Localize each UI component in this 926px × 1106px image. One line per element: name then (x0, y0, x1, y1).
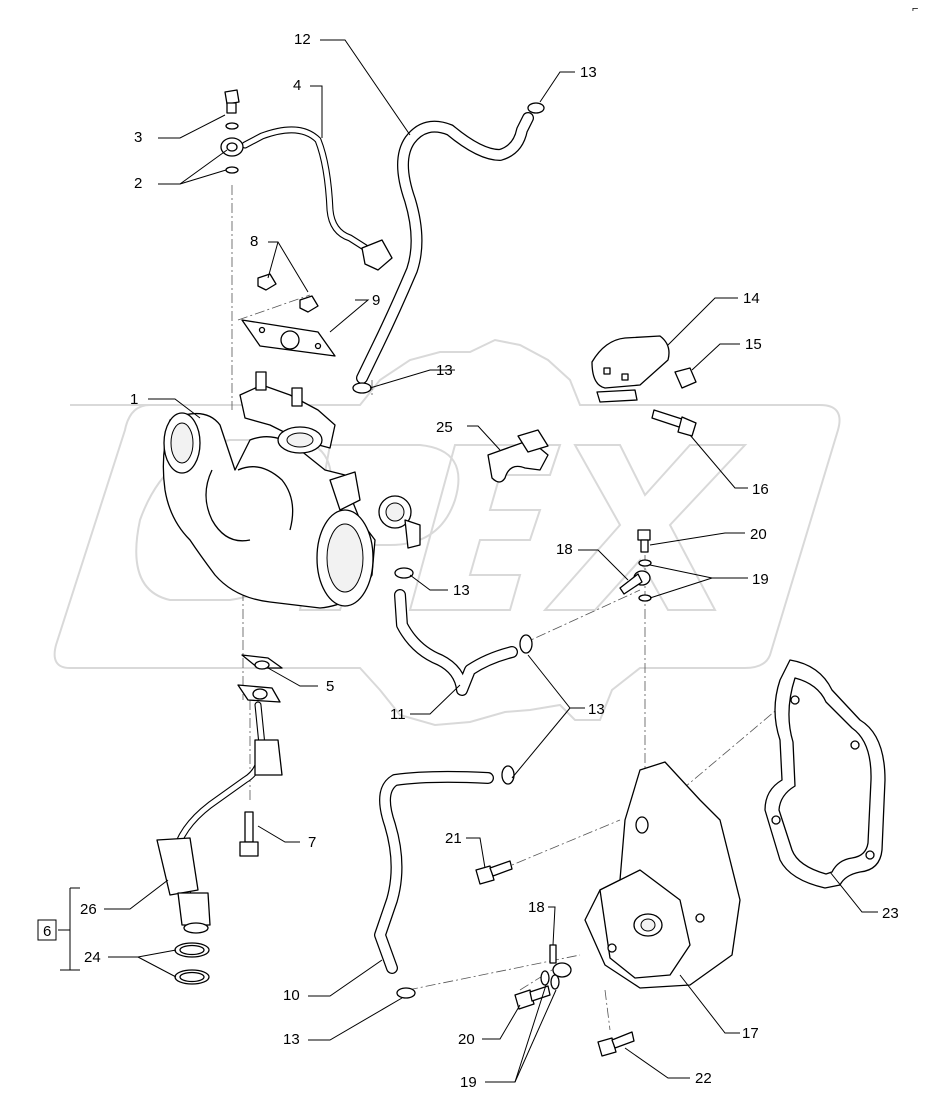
part-4-oil-feed-pipe (220, 126, 393, 271)
callout-2: 2 (134, 175, 142, 192)
callout-6: 6 (43, 923, 51, 940)
part-24-o-rings (174, 942, 210, 985)
part-14-bracket (591, 335, 670, 403)
callout-18: 18 (528, 899, 545, 916)
callout-24: 24 (84, 949, 101, 966)
callout-5: 5 (326, 678, 334, 695)
callout-23: 23 (882, 905, 899, 922)
callout-12: 12 (294, 31, 311, 48)
callout-14: 14 (743, 290, 760, 307)
part-22-bolt (597, 1031, 635, 1057)
corner-mark: ⌐ (912, 3, 918, 15)
callout-20: 20 (458, 1031, 475, 1048)
callout-26: 26 (80, 901, 97, 918)
callout-20: 20 (750, 526, 767, 543)
part-17-cover (584, 761, 741, 989)
callout-19: 19 (752, 571, 769, 588)
part-5-gasket (241, 654, 283, 670)
part-7-bolt (239, 811, 259, 857)
part-23-gasket (764, 659, 886, 889)
callout-16: 16 (752, 481, 769, 498)
part-18-20-upper-fitting (619, 529, 652, 602)
part-18-20-lower-fitting (514, 944, 572, 1010)
callout-13: 13 (580, 64, 597, 81)
part-11-hose (394, 589, 518, 696)
leader-lines (58, 39, 878, 1083)
callout-3: 3 (134, 129, 142, 146)
part-15-clip (674, 367, 697, 389)
callout-13: 13 (283, 1031, 300, 1048)
callout-1: 1 (130, 391, 138, 408)
callout-13: 13 (588, 701, 605, 718)
callout-25: 25 (436, 419, 453, 436)
callout-13: 13 (453, 582, 470, 599)
callout-22: 22 (695, 1070, 712, 1087)
part-1-turbocharger (162, 371, 421, 609)
part-16-bolt (651, 409, 697, 437)
callout-18: 18 (556, 541, 573, 558)
callout-19: 19 (460, 1074, 477, 1091)
part-21-bolt (475, 860, 513, 885)
callout-21: 21 (445, 830, 462, 847)
part-9-gasket (241, 319, 336, 357)
callout-labels: 12 4 13 3 2 8 9 14 15 1 13 25 16 20 18 1… (43, 31, 899, 1091)
callout-7: 7 (308, 834, 316, 851)
callout-11: 11 (390, 706, 406, 723)
callout-8: 8 (250, 233, 258, 250)
callout-4: 4 (293, 77, 301, 94)
callout-6-box (37, 919, 57, 941)
callout-15: 15 (745, 336, 762, 353)
part-25-clip (487, 429, 549, 483)
part-10-hose (374, 770, 494, 974)
callout-13: 13 (436, 362, 453, 379)
part-26-oil-drain-pipe (156, 684, 283, 934)
callout-9: 9 (372, 292, 380, 309)
part-3-banjo-bolt (224, 89, 240, 174)
part-13-clips (352, 102, 545, 999)
callout-10: 10 (283, 987, 300, 1004)
part-8-nuts (257, 273, 319, 313)
callout-17: 17 (742, 1025, 759, 1042)
part-12-hose (356, 112, 534, 384)
